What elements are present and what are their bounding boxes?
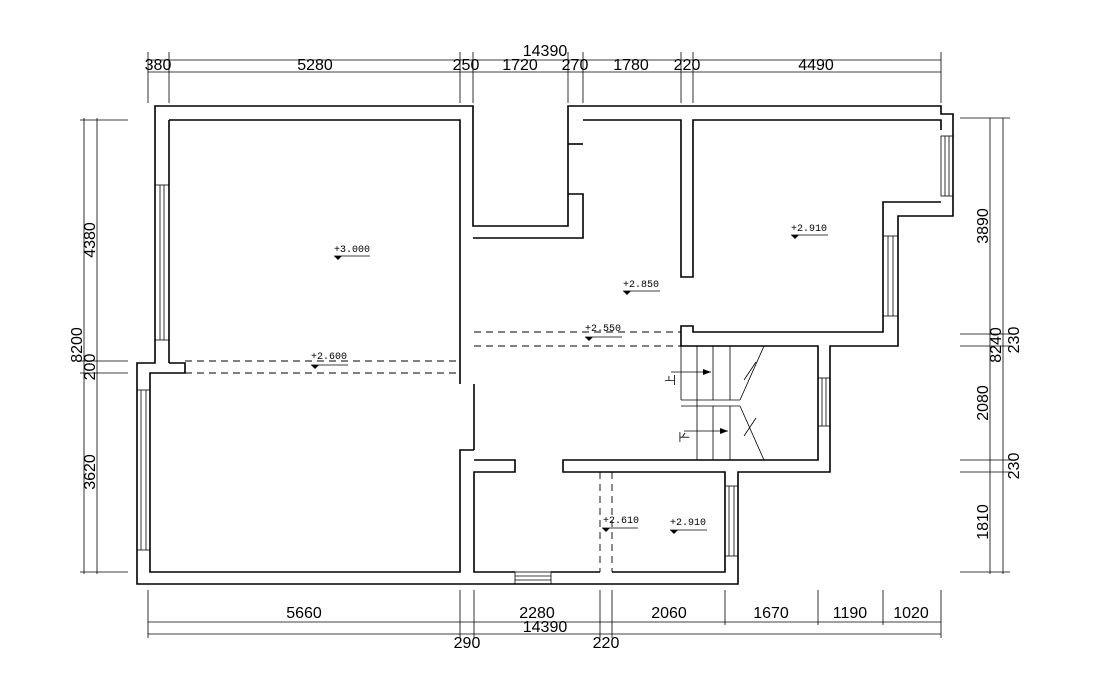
bottom-dim-2: 2280 — [519, 605, 555, 622]
elevation-label: +2.550 — [585, 324, 621, 335]
top-dim-7: 220 — [674, 57, 701, 74]
stair-down-label: 下 — [679, 432, 691, 443]
window-right-upper — [940, 135, 954, 197]
top-dim-2: 5280 — [297, 57, 333, 74]
bottom-total-dimension: 14390 — [523, 619, 568, 636]
right-dim-5: 1810 — [975, 504, 992, 540]
elevation-marker-living-line: +2.600 — [311, 352, 348, 369]
top-dim-6: 1780 — [613, 57, 649, 74]
window-bottom — [514, 571, 552, 585]
elevation-marker-top-left: +3.000 — [334, 245, 370, 260]
level-lines — [185, 331, 681, 572]
right-dim-4: 230 — [1006, 453, 1023, 480]
elevation-label: +3.000 — [334, 245, 370, 256]
top-dim-3: 250 — [453, 57, 480, 74]
left-dimension-chain — [80, 118, 128, 574]
right-total-dimension: 8240 — [988, 327, 1005, 363]
left-total-dimension: 8200 — [69, 327, 86, 363]
window-bath — [724, 485, 739, 557]
elevation-marker-top-right: +2.910 — [791, 224, 828, 239]
right-dim-2: 230 — [1006, 327, 1023, 354]
window-left-lower — [136, 389, 151, 551]
elevation-label: +2.910 — [670, 518, 706, 529]
left-dim-3: 3620 — [82, 454, 99, 490]
window-right-middle — [882, 235, 899, 317]
bottom-wall-dim-1: 290 — [454, 635, 481, 652]
bottom-dim-1: 5660 — [286, 605, 322, 622]
right-dim-3: 2080 — [975, 385, 992, 421]
staircase — [671, 345, 765, 461]
bottom-wall-dim-2: 220 — [593, 635, 620, 652]
top-dim-1: 380 — [145, 57, 172, 74]
top-total-dimension: 14390 — [523, 43, 568, 60]
right-dimension-chain — [960, 117, 1010, 574]
top-dim-5: 270 — [562, 57, 589, 74]
stair-up-label: 上 — [664, 375, 677, 386]
bottom-dimension-chain — [147, 590, 942, 638]
top-dimension-chain — [147, 52, 942, 103]
elevation-marker-bath-left: +2.610 — [602, 516, 639, 532]
bottom-dim-3: 2060 — [651, 605, 687, 622]
elevation-marker-corridor: +2.850 — [623, 280, 660, 295]
bottom-dim-5: 1190 — [833, 605, 868, 622]
exterior-walls — [136, 105, 954, 585]
bottom-dim-6: 1020 — [893, 605, 929, 622]
left-dim-2: 200 — [82, 354, 99, 381]
elevation-marker-passage-line: +2.550 — [585, 324, 622, 341]
elevation-label: +2.610 — [603, 516, 639, 527]
elevation-marker-bath-right: +2.910 — [670, 518, 707, 534]
window-stair — [817, 377, 831, 427]
elevation-label: +2.600 — [311, 352, 347, 363]
bottom-dim-4: 1670 — [753, 605, 789, 622]
elevation-label: +2.850 — [623, 280, 659, 291]
left-dim-1: 4380 — [82, 222, 99, 258]
right-dim-1: 3890 — [975, 208, 992, 244]
elevation-label: +2.910 — [791, 224, 827, 235]
top-dim-8: 4490 — [798, 57, 834, 74]
top-dim-4: 1720 — [502, 57, 538, 74]
window-left-upper — [154, 184, 170, 341]
